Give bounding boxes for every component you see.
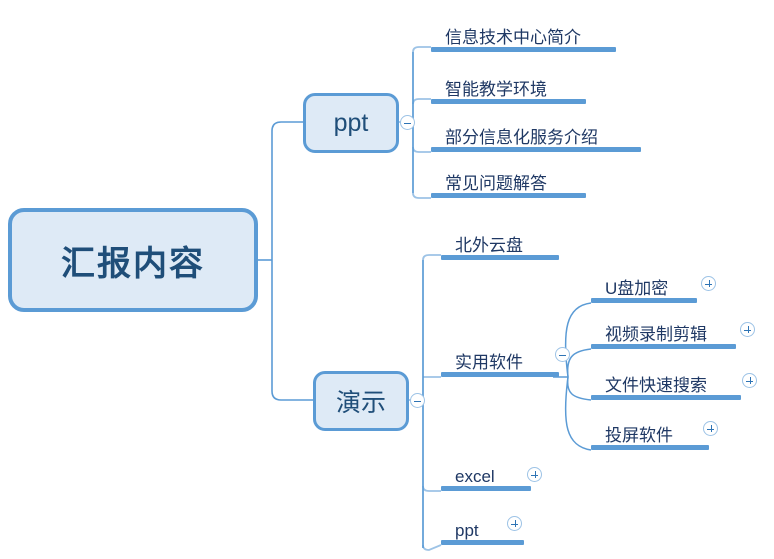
leaf-label: 常见问题解答 — [445, 174, 547, 193]
leaf-label: 部分信息化服务介绍 — [445, 128, 598, 147]
leaf-label: excel — [455, 467, 495, 486]
leaf-underline — [591, 344, 736, 349]
leaf-node-beiwai-cloud-disk[interactable]: 北外云盘 — [441, 228, 559, 260]
plus-circle-icon-usb-encryption[interactable] — [701, 276, 716, 291]
plus-circle-icon-ppt-leaf[interactable] — [507, 516, 522, 531]
minus-circle-icon-ppt[interactable] — [400, 115, 415, 130]
leaf-node-smart-teaching-env[interactable]: 智能教学环境 — [431, 72, 586, 104]
leaf-underline — [431, 147, 641, 152]
edge-shiyong-child-3 — [566, 376, 592, 401]
edge-shiyong-child-1 — [564, 302, 592, 378]
leaf-underline — [591, 395, 741, 400]
branch-node-yanshi[interactable]: 演示 — [313, 371, 409, 431]
branch-node-yanshi-label: 演示 — [335, 389, 386, 417]
leaf-underline — [441, 486, 531, 491]
edge-ppt-child-2 — [412, 98, 431, 105]
edge-shiyong-child-4 — [564, 376, 592, 451]
edge-yanshi-child-4 — [422, 544, 442, 551]
edge-ppt-child-1 — [412, 46, 431, 53]
minus-circle-icon-practical-software[interactable] — [555, 347, 570, 362]
leaf-label: 文件快速搜索 — [605, 376, 707, 395]
plus-circle-icon-fast-file-search[interactable] — [742, 373, 757, 388]
leaf-underline — [431, 193, 586, 198]
edge-yanshi-child-1 — [422, 254, 441, 261]
leaf-label: U盘加密 — [605, 279, 669, 298]
branch-node-practical-software[interactable]: 实用软件 — [441, 345, 559, 377]
edge-ppt-child-4 — [412, 192, 431, 199]
minus-circle-icon-yanshi[interactable] — [410, 393, 425, 408]
leaf-node-screen-cast-software[interactable]: 投屏软件 — [591, 418, 709, 450]
plus-circle-icon-video-record-edit[interactable] — [740, 322, 755, 337]
leaf-underline — [431, 99, 586, 104]
leaf-underline — [591, 298, 697, 303]
leaf-node-it-center-intro[interactable]: 信息技术中心简介 — [431, 20, 616, 52]
edge-shiyong-child-2 — [566, 348, 592, 378]
leaf-label: 视频录制剪辑 — [605, 325, 707, 344]
leaf-underline — [591, 445, 709, 450]
leaf-label: 智能教学环境 — [445, 80, 547, 99]
leaf-label: ppt — [455, 521, 479, 540]
leaf-underline — [441, 540, 524, 545]
edge-ppt-child-3 — [412, 146, 431, 153]
root-node[interactable]: 汇报内容 — [8, 208, 258, 312]
leaf-label: 北外云盘 — [455, 236, 523, 255]
edge-root-to-ppt — [271, 121, 303, 260]
leaf-label: 投屏软件 — [605, 426, 673, 445]
leaf-node-faq[interactable]: 常见问题解答 — [431, 166, 586, 198]
edge-yanshi-child-3 — [422, 485, 441, 492]
edge-root-to-yanshi — [271, 260, 313, 401]
branch-node-ppt-label: ppt — [333, 108, 369, 137]
leaf-node-ppt[interactable]: ppt — [441, 513, 524, 545]
branch-node-ppt[interactable]: ppt — [303, 93, 399, 153]
leaf-label: 信息技术中心简介 — [445, 28, 581, 47]
root-node-label: 汇报内容 — [61, 244, 205, 283]
leaf-node-excel[interactable]: excel — [441, 459, 531, 491]
leaf-node-informatization-services[interactable]: 部分信息化服务介绍 — [431, 120, 641, 152]
plus-circle-icon-screen-cast-software[interactable] — [703, 421, 718, 436]
leaf-underline — [431, 47, 616, 52]
leaf-underline — [441, 255, 559, 260]
plus-circle-icon-excel[interactable] — [527, 467, 542, 482]
leaf-node-usb-encryption[interactable]: U盘加密 — [591, 271, 697, 303]
leaf-node-fast-file-search[interactable]: 文件快速搜索 — [591, 368, 741, 400]
branch-underline — [441, 372, 559, 377]
branch-label: 实用软件 — [455, 353, 523, 372]
leaf-node-video-record-edit[interactable]: 视频录制剪辑 — [591, 317, 736, 349]
